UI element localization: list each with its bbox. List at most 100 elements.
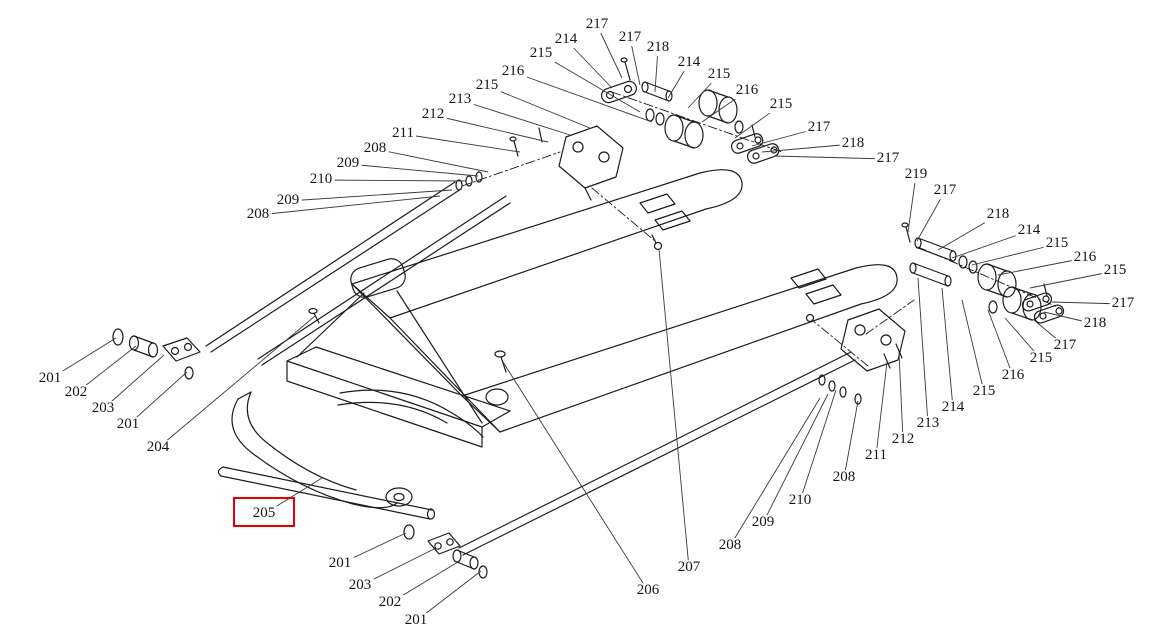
- leader-line-209: [347, 163, 479, 177]
- tiller-rod: [217, 466, 436, 520]
- leader-line-216: [987, 309, 1014, 377]
- part-label-213[interactable]: 213: [914, 415, 942, 432]
- part-label-204[interactable]: 204: [144, 439, 172, 456]
- leader-line-215: [961, 299, 985, 393]
- leader-line-216: [997, 257, 1086, 276]
- part-label-218[interactable]: 218: [984, 206, 1012, 223]
- part-label-215[interactable]: 215: [767, 96, 795, 113]
- part-label-215[interactable]: 215: [1101, 262, 1129, 279]
- part-label-203[interactable]: 203: [89, 400, 117, 417]
- part-label-215[interactable]: 215: [1043, 235, 1071, 252]
- part-label-206[interactable]: 206: [634, 582, 662, 599]
- part-label-215[interactable]: 215: [1027, 350, 1055, 367]
- leader-line-214: [941, 287, 954, 409]
- left-rocker-bracket: [509, 125, 624, 201]
- part-label-217[interactable]: 217: [931, 182, 959, 199]
- leader-line-209: [762, 393, 829, 524]
- push-rods-right: [458, 351, 862, 556]
- leader-line-211: [402, 133, 521, 153]
- part-label-215[interactable]: 215: [705, 66, 733, 83]
- leader-line-201: [415, 570, 482, 622]
- part-label-201[interactable]: 201: [36, 370, 64, 387]
- part-label-214[interactable]: 214: [1015, 222, 1043, 239]
- leader-line-212: [898, 351, 904, 441]
- part-label-215[interactable]: 215: [527, 45, 555, 62]
- part-label-217[interactable]: 217: [616, 29, 644, 46]
- part-label-207[interactable]: 207: [675, 559, 703, 576]
- leader-line-217: [916, 190, 946, 242]
- part-label-216[interactable]: 216: [733, 82, 761, 99]
- leader-line-208: [257, 195, 441, 216]
- part-label-210[interactable]: 210: [786, 492, 814, 509]
- part-label-216[interactable]: 216: [999, 367, 1027, 384]
- part-label-210[interactable]: 210: [307, 171, 335, 188]
- leader-line-218: [761, 143, 854, 153]
- leader-line-215: [540, 53, 641, 113]
- leader-line-217: [596, 24, 623, 79]
- part-label-209[interactable]: 209: [749, 514, 777, 531]
- leader-line-210: [799, 389, 837, 502]
- highlight-box-205[interactable]: [233, 497, 295, 527]
- part-label-205[interactable]: 205: [250, 505, 278, 522]
- frame-and-pump: [286, 258, 511, 448]
- part-label-211[interactable]: 211: [390, 125, 416, 142]
- part-label-216[interactable]: 216: [1071, 249, 1099, 266]
- part-label-217[interactable]: 217: [874, 150, 902, 167]
- part-label-217[interactable]: 217: [805, 119, 833, 136]
- part-label-208[interactable]: 208: [244, 206, 272, 223]
- part-label-202[interactable]: 202: [62, 384, 90, 401]
- part-label-209[interactable]: 209: [334, 155, 362, 172]
- part-label-214[interactable]: 214: [552, 31, 580, 48]
- leader-line-216: [512, 71, 653, 123]
- push-rods-left: [205, 171, 511, 366]
- leader-line-213: [459, 99, 571, 136]
- leader-line-203: [102, 354, 165, 410]
- leader-line-204: [157, 315, 316, 449]
- part-label-208[interactable]: 208: [361, 140, 389, 157]
- leader-line-208: [374, 148, 489, 173]
- part-label-201[interactable]: 201: [326, 555, 354, 572]
- part-label-216[interactable]: 216: [499, 63, 527, 80]
- part-label-218[interactable]: 218: [644, 39, 672, 56]
- part-label-208[interactable]: 208: [830, 469, 858, 486]
- right-rocker-bracket: [840, 308, 906, 372]
- leader-line-208: [729, 397, 821, 547]
- part-label-212[interactable]: 212: [889, 431, 917, 448]
- leader-line-213: [917, 277, 929, 425]
- part-label-211[interactable]: 211: [863, 447, 889, 464]
- leader-line-211: [875, 361, 888, 457]
- leader-line-214: [565, 39, 613, 89]
- part-label-218[interactable]: 218: [1081, 315, 1109, 332]
- part-label-203[interactable]: 203: [346, 577, 374, 594]
- leader-line-210: [320, 179, 467, 182]
- part-label-215[interactable]: 215: [473, 77, 501, 94]
- part-label-217[interactable]: 217: [583, 16, 611, 33]
- part-label-208[interactable]: 208: [716, 537, 744, 554]
- center-lines: [461, 91, 1061, 367]
- leader-line-217: [773, 155, 889, 160]
- leader-line-215: [486, 85, 591, 129]
- part-label-201[interactable]: 201: [402, 612, 430, 629]
- part-label-202[interactable]: 202: [376, 594, 404, 611]
- part-label-214[interactable]: 214: [675, 54, 703, 71]
- leader-line-215: [1029, 270, 1116, 289]
- leader-line-201: [127, 371, 188, 426]
- leader-lines: [49, 24, 1124, 622]
- fork-right: [461, 264, 898, 433]
- leader-line-209: [287, 189, 453, 202]
- part-label-215[interactable]: 215: [970, 383, 998, 400]
- part-label-213[interactable]: 213: [446, 91, 474, 108]
- part-label-218[interactable]: 218: [839, 135, 867, 152]
- leader-line-212: [432, 114, 549, 143]
- part-label-217[interactable]: 217: [1051, 337, 1079, 354]
- part-label-209[interactable]: 209: [274, 192, 302, 209]
- part-label-214[interactable]: 214: [939, 399, 967, 416]
- part-label-201[interactable]: 201: [114, 416, 142, 433]
- part-label-212[interactable]: 212: [419, 106, 447, 123]
- part-label-217[interactable]: 217: [1109, 295, 1137, 312]
- leader-line-208: [843, 400, 859, 479]
- leader-line-207: [658, 248, 690, 569]
- part-label-219[interactable]: 219: [902, 166, 930, 183]
